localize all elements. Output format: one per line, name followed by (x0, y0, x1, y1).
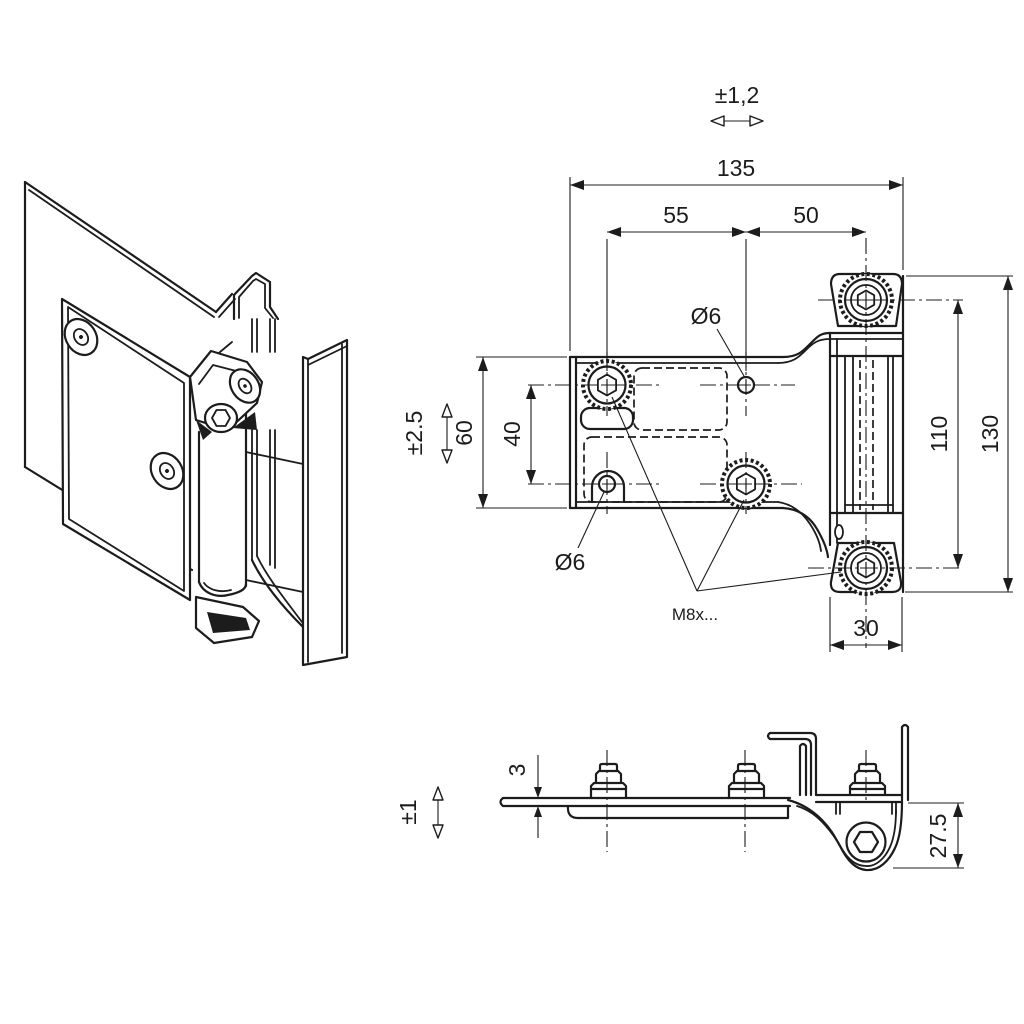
hinge-barrel-iso (197, 404, 248, 597)
tolerance-arrow-left (710, 115, 725, 127)
hinge-leaf-iso (60, 297, 192, 602)
leaf-screw-bottom-iso (149, 451, 185, 491)
tolerance-vertical-side: ±1 (395, 799, 421, 824)
frame-sheet (301, 338, 349, 667)
frame-channel (232, 271, 309, 631)
side-view-dimensions: 3 ±1 27.5 (395, 755, 964, 869)
screw-side-3 (848, 750, 887, 800)
screw-side-2 (727, 750, 766, 852)
thread-callout: M8x... (672, 605, 718, 624)
dim-sheet-thickness: 3 (504, 764, 530, 777)
leader-hole-bottom (577, 491, 605, 549)
dim-spacing-right: 50 (793, 202, 819, 228)
leader-thread (611, 396, 842, 592)
dim-pin-height: 27.5 (925, 814, 951, 859)
tolerance-arrow-right (749, 115, 764, 127)
leader-hole-top (716, 328, 745, 377)
isometric-view (23, 180, 349, 667)
dim-hole-vspacing: 40 (499, 421, 525, 447)
front-view (528, 238, 963, 648)
hidden-cutout-upper (633, 367, 728, 431)
hole-callout-top: Ø6 (691, 303, 722, 329)
channel-side (766, 723, 910, 804)
pin-hex-side (852, 830, 880, 854)
door-sheet-side (499, 796, 792, 808)
door-panel-top-edge (23, 180, 218, 314)
dim-screw-spacing: 110 (926, 416, 952, 453)
pin-housing-side (786, 798, 904, 872)
dim-leaf-height: 60 (451, 420, 477, 446)
side-view: 3 ±1 27.5 (395, 723, 964, 872)
front-view-dimensions: 135 55 50 ±1,2 60 40 ±2.5 110 (401, 82, 1013, 652)
dim-knuckle-width: 30 (853, 615, 879, 641)
dim-knuckle-height: 130 (977, 415, 1003, 453)
tolerance-vertical-front: ±2.5 (401, 411, 427, 456)
leaf-bar-side (566, 804, 790, 820)
leaf-screw-top-iso (63, 317, 99, 357)
hole-callout-bottom: Ø6 (555, 549, 586, 575)
dim-spacing-left: 55 (663, 202, 689, 228)
screw-side-1 (589, 750, 628, 852)
center-lines-front (528, 238, 963, 648)
hinge-bracket-iso (188, 349, 264, 440)
keyhole-slot (590, 469, 626, 504)
dim-total-width: 135 (717, 155, 755, 181)
tolerance-horizontal: ±1,2 (715, 82, 760, 108)
bottom-bracket-iso (194, 595, 261, 645)
